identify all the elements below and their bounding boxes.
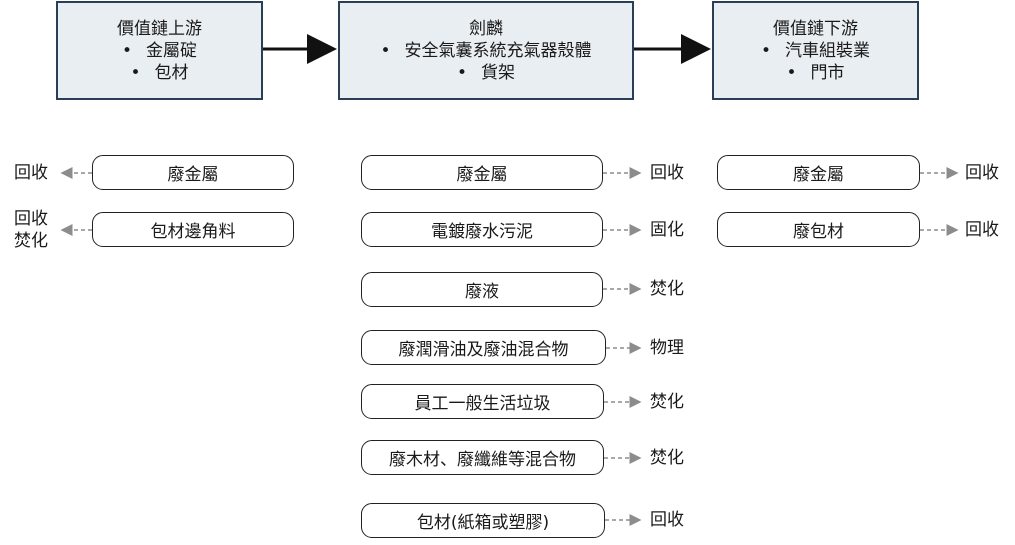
- waste-pill-company: 廢金屬: [361, 155, 603, 190]
- treatment-label: 固化: [650, 220, 684, 240]
- company-box: 劍麟 •安全氣囊系統充氣器殼體 •貨架: [338, 1, 634, 100]
- waste-pill-company: 電鍍廢水污泥: [361, 212, 603, 247]
- treatment-label: 回收: [965, 163, 999, 183]
- downstream-item-label: 門市: [810, 62, 845, 83]
- bullet-icon: •: [760, 40, 772, 61]
- bullet-icon: •: [786, 62, 797, 83]
- waste-pill-downstream: 廢金屬: [717, 155, 920, 190]
- upstream-item-label: 包材: [154, 62, 189, 83]
- bullet-icon: •: [130, 62, 141, 83]
- waste-pill-company: 包材(紙箱或塑膠): [361, 503, 605, 538]
- treatment-label: 回收: [650, 510, 684, 530]
- downstream-item: • 門市: [786, 62, 844, 84]
- company-item-label: 安全氣囊系統充氣器殼體: [404, 40, 592, 61]
- treatment-label: 焚化: [650, 392, 684, 412]
- bullet-icon: •: [380, 40, 391, 61]
- waste-pill-upstream: 包材邊角料: [92, 212, 294, 247]
- bullet-icon: •: [121, 40, 133, 61]
- waste-pill-company: 員工一般生活垃圾: [361, 384, 604, 419]
- treatment-label: 回收 焚化: [14, 209, 48, 251]
- downstream-item: • 汽車組裝業: [761, 40, 870, 62]
- treatment-label: 焚化: [650, 448, 684, 468]
- downstream-title: 價值鏈下游: [773, 18, 858, 39]
- downstream-box: 價值鏈下游 •汽車組裝業 •門市: [712, 1, 919, 100]
- waste-pill-company: 廢木材、廢纖維等混合物: [361, 440, 604, 475]
- company-item: • 安全氣囊系統充氣器殼體: [380, 40, 591, 62]
- company-item: • 貨架: [457, 62, 515, 84]
- upstream-item-label: 金屬碇: [146, 40, 198, 61]
- upstream-title: 價值鏈上游: [117, 18, 202, 39]
- upstream-box: 價值鏈上游 •金屬碇 •包材: [56, 1, 263, 100]
- company-title: 劍麟: [469, 18, 503, 39]
- treatment-label: 回收: [650, 163, 684, 183]
- upstream-item: • 包材: [130, 62, 188, 84]
- waste-pill-company: 廢潤滑油及廢油混合物: [361, 330, 606, 365]
- company-item-label: 貨架: [481, 62, 516, 83]
- treatment-label: 回收: [14, 163, 48, 183]
- downstream-item-label: 汽車組裝業: [785, 40, 871, 61]
- treatment-label: 焚化: [650, 279, 684, 299]
- waste-pill-company: 廢液: [361, 272, 603, 307]
- bullet-icon: •: [456, 62, 468, 83]
- waste-pill-downstream: 廢包材: [717, 212, 920, 247]
- upstream-item: • 金屬碇: [122, 40, 197, 62]
- treatment-label: 回收: [965, 220, 999, 240]
- waste-pill-upstream: 廢金屬: [92, 155, 294, 190]
- treatment-label: 物理: [650, 338, 684, 358]
